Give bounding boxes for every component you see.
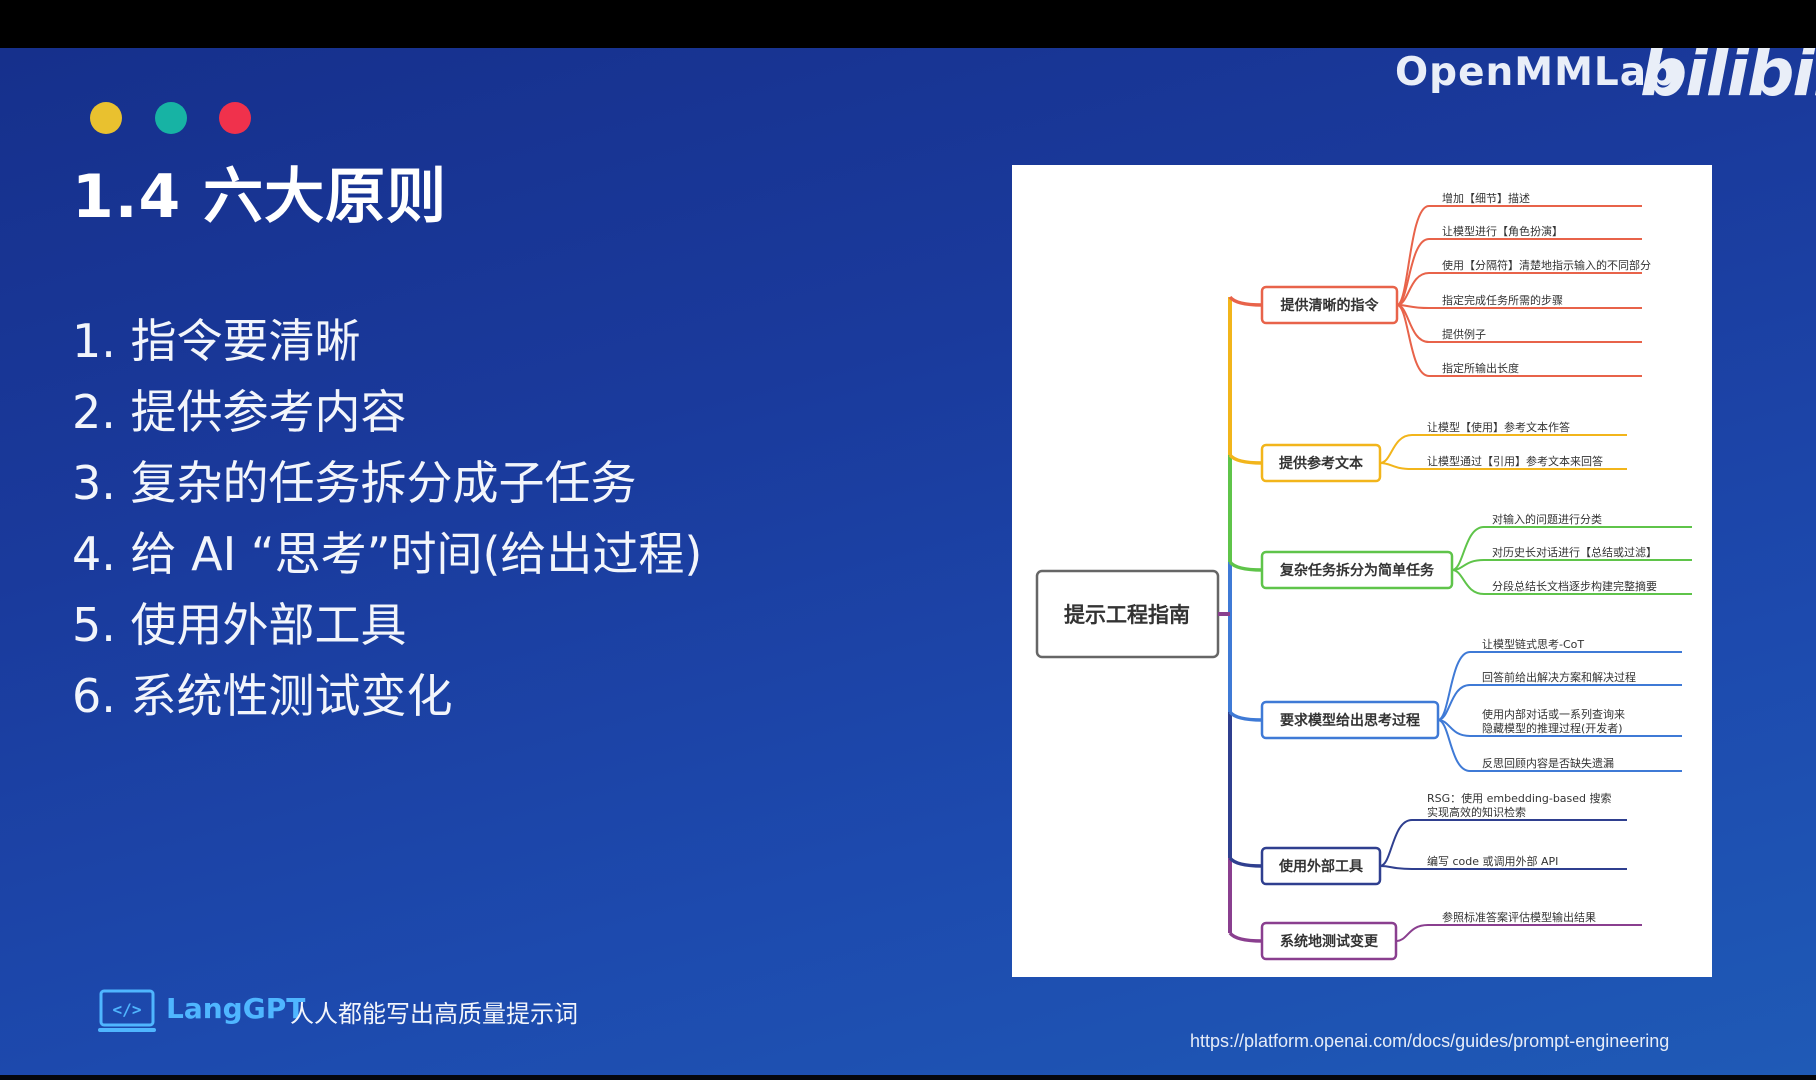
slide-title: 1.4 六大原则 (72, 162, 448, 232)
mindmap-branch: 系统地测试变更 参照标准答案评估模型输出结果 (1228, 910, 1642, 961)
mindmap-leaf-link (1451, 559, 1692, 571)
mindmap-leaf: 隐藏模型的推理过程(开发者) (1482, 721, 1623, 735)
mindmap-leaf-link (1451, 569, 1692, 595)
mindmap-leaf: 让模型进行【角色扮演】 (1442, 224, 1563, 238)
svg-text:提示工程指南: 提示工程指南 (1064, 603, 1190, 627)
langgpt-slogan: 人人都能写出高质量提示词 (290, 1000, 578, 1028)
svg-text:复杂任务拆分为简单任务: 复杂任务拆分为简单任务 (1279, 562, 1435, 579)
mindmap-svg: 提示工程指南 提供清晰的指令 增加【细节】描述让模型进行【角色扮演】使用【分隔符】清… (1035, 191, 1692, 961)
principle-item: 2. 提供参考内容 (72, 385, 407, 439)
mindmap-leaf-link (1396, 304, 1642, 377)
mindmap-leaf-link (1379, 434, 1627, 464)
mindmap-image: 提示工程指南 提供清晰的指令 增加【细节】描述让模型进行【角色扮演】使用【分隔符】清… (1012, 165, 1712, 977)
principle-item: 1. 指令要清晰 (72, 314, 361, 368)
code-monitor-icon: </> (98, 989, 156, 1032)
principle-item: 4. 给 AI “思考”时间(给出过程) (72, 527, 703, 581)
mindmap-leaf: 让模型【使用】参考文本作答 (1427, 420, 1570, 434)
mindmap-leaf-link (1379, 865, 1627, 870)
principle-item: 3. 复杂的任务拆分成子任务 (72, 456, 637, 510)
teal-dot (155, 102, 187, 134)
mindmap-leaf: RSG：使用 embedding-based 搜索 (1427, 791, 1612, 805)
principles-list: 1. 指令要清晰 2. 提供参考内容 3. 复杂的任务拆分成子任务 4. 给 A… (72, 306, 702, 732)
mindmap-leaf: 让模型通过【引用】参考文本来回答 (1427, 454, 1603, 468)
svg-text:提供参考文本: 提供参考文本 (1279, 455, 1364, 472)
svg-text:使用外部工具: 使用外部工具 (1278, 858, 1363, 875)
mindmap-leaf: 参照标准答案评估模型输出结果 (1442, 910, 1596, 924)
svg-text:要求模型给出思考过程: 要求模型给出思考过程 (1280, 712, 1420, 729)
yellow-dot (90, 102, 122, 134)
mindmap-leaf-link (1396, 272, 1642, 306)
mindmap-root: 提示工程指南 (1035, 569, 1220, 659)
bilibili-logo-icon: bilibili (1640, 48, 1816, 111)
mindmap-leaf: 反思回顾内容是否缺失遗漏 (1482, 756, 1614, 770)
bottom-bar (0, 1075, 1816, 1080)
mindmap-leaf: 让模型链式思考-CoT (1482, 637, 1584, 651)
mindmap-leaf: 实现高效的知识检索 (1427, 805, 1526, 819)
mindmap-leaf: 对输入的问题进行分类 (1492, 512, 1602, 526)
mindmap-leaf-link (1437, 684, 1682, 721)
mindmap-branch: 提供清晰的指令 增加【细节】描述让模型进行【角色扮演】使用【分隔符】清楚地指示输入… (1228, 191, 1651, 377)
mindmap-leaf-link (1396, 238, 1642, 306)
mindmap-leaf: 指定完成任务所需的步骤 (1442, 293, 1563, 307)
langgpt-brand: LangGPT (166, 992, 306, 1025)
slide: OpenMMLab bilibili 1.4 六大原则 1. 指令要清晰 2. … (0, 48, 1816, 1075)
mindmap-leaf: 对历史长对话进行【总结或过滤】 (1492, 545, 1657, 559)
mindmap-leaf-link (1379, 819, 1627, 867)
source-url: https://platform.openai.com/docs/guides/… (1190, 1031, 1670, 1051)
mindmap-leaf-link (1395, 924, 1642, 942)
mindmap-leaf: 指定所输出长度 (1442, 361, 1519, 375)
mindmap-leaf: 使用【分隔符】清楚地指示输入的不同部分 (1442, 258, 1651, 272)
openmmlab-brand: OpenMMLab (1395, 50, 1676, 95)
principle-item: 5. 使用外部工具 (72, 598, 407, 652)
mindmap-leaf: 编写 code 或调用外部 API (1427, 854, 1558, 868)
mindmap-leaf-link (1437, 651, 1682, 721)
red-dot (219, 102, 251, 134)
svg-text:系统地测试变更: 系统地测试变更 (1280, 933, 1379, 950)
mindmap-leaf: 分段总结长文档逐步构建完整摘要 (1492, 579, 1657, 593)
mindmap-branch: 要求模型给出思考过程 让模型链式思考-CoT 回答前给出解决方案和解决过程使用内部对… (1228, 637, 1682, 772)
svg-text:</>: </> (113, 1000, 142, 1019)
mindmap-branch: 复杂任务拆分为简单任务 对输入的问题进行分类对历史长对话进行【总结或过滤】分段总结… (1228, 512, 1692, 595)
principle-item: 6. 系统性测试变化 (72, 669, 453, 723)
svg-text:提供清晰的指令: 提供清晰的指令 (1281, 297, 1380, 314)
mindmap-branch: 使用外部工具 RSG：使用 embedding-based 搜索实现高效的知识检索… (1228, 791, 1627, 886)
mindmap-leaf-link (1437, 719, 1682, 772)
mindmap-leaf: 提供例子 (1442, 327, 1486, 341)
mindmap-leaf-link (1396, 205, 1642, 306)
mindmap-leaf: 回答前给出解决方案和解决过程 (1482, 670, 1636, 684)
mindmap-leaf: 使用内部对话或一系列查询来 (1482, 707, 1625, 721)
mindmap-leaf: 增加【细节】描述 (1442, 191, 1530, 205)
mindmap-leaf-link (1379, 462, 1627, 470)
mindmap-leaf-link (1396, 304, 1642, 343)
